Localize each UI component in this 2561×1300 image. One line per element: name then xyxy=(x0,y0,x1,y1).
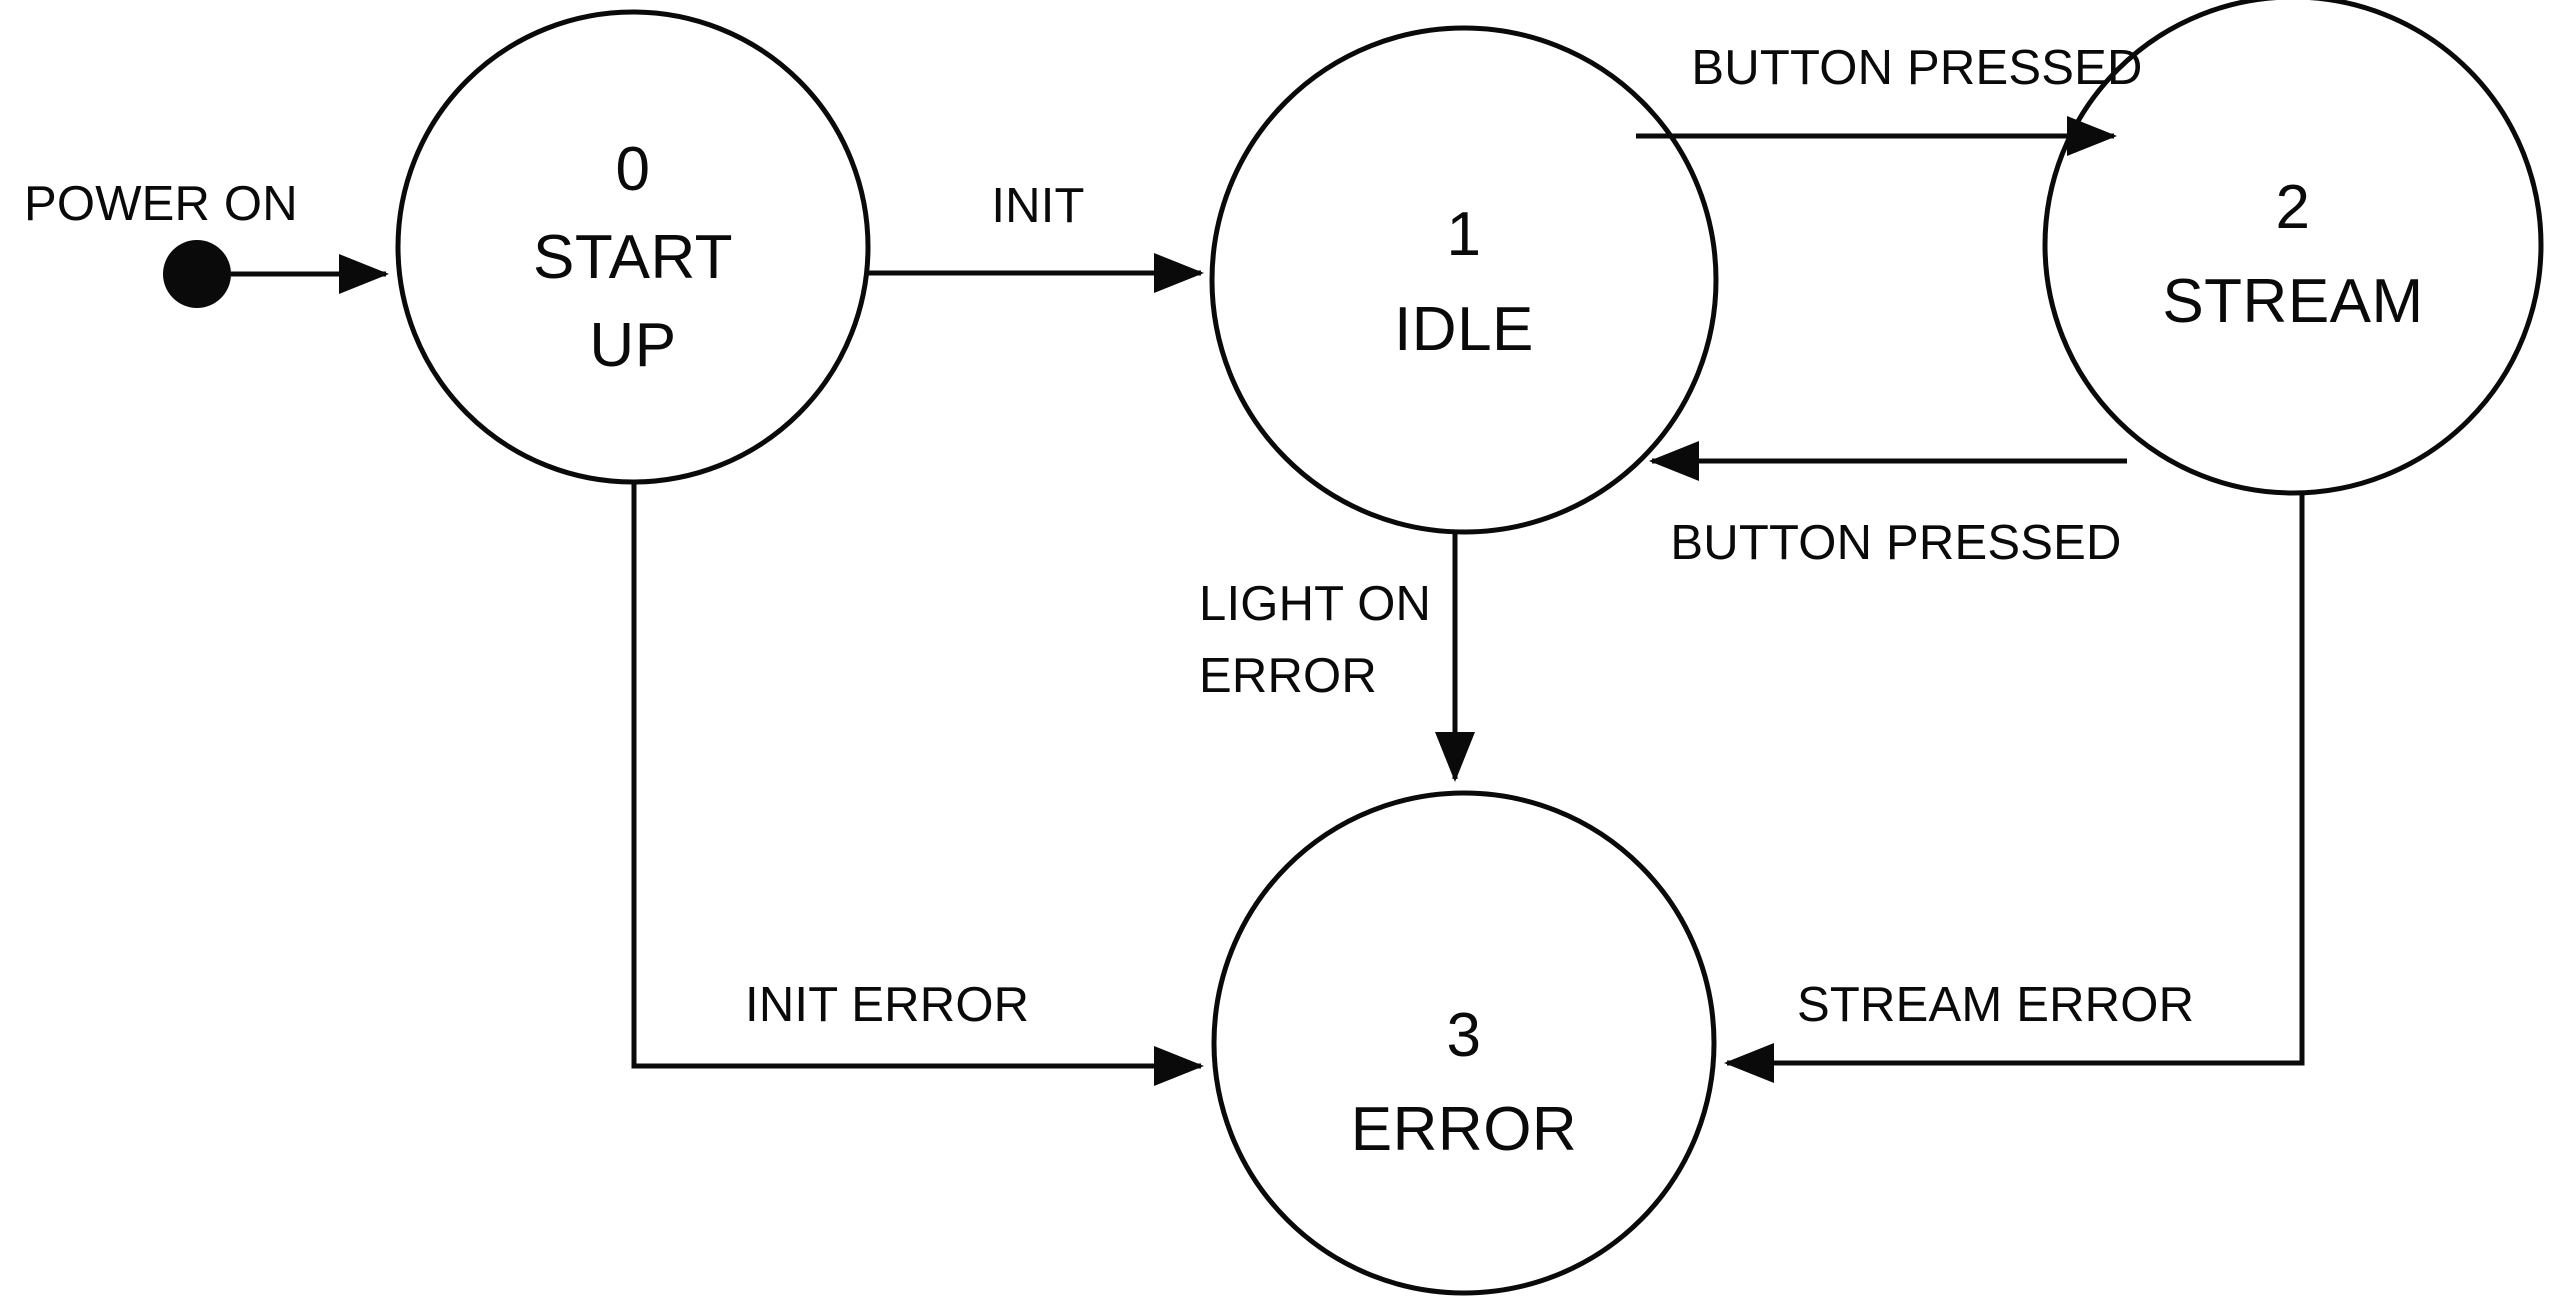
edge-label-light-on: LIGHT ON xyxy=(1199,577,1431,631)
state-node-2[interactable] xyxy=(2042,0,2544,496)
state-node-1[interactable] xyxy=(1209,25,1719,535)
state-2-name-line1: STREAM xyxy=(2162,267,2423,336)
edge-label-power-on: POWER ON xyxy=(24,177,298,231)
edge-label-init: INIT xyxy=(991,179,1084,233)
state-1-name-line1: IDLE xyxy=(1394,295,1534,364)
edge-state2-to-state3 xyxy=(1723,491,2305,1083)
edge-label-button-pressed-reverse: BUTTON PRESSED xyxy=(1670,516,2121,570)
state-0-number: 0 xyxy=(616,135,651,204)
edge-label-button-pressed-forward: BUTTON PRESSED xyxy=(1691,41,2142,95)
state-0-name-line1: START xyxy=(533,223,733,292)
initial-state-dot xyxy=(163,240,231,308)
state-3-name-line1: ERROR xyxy=(1351,1095,1577,1164)
state-3-number: 3 xyxy=(1447,1001,1482,1070)
state-1-number: 1 xyxy=(1447,200,1482,269)
state-node-3[interactable] xyxy=(1211,790,1717,1296)
state-0-name-line2: UP xyxy=(589,311,676,380)
edge-state0-to-state3 xyxy=(631,482,1205,1086)
edge-label-init-error: INIT ERROR xyxy=(745,978,1029,1032)
state-2-number: 2 xyxy=(2276,173,2311,242)
edge-label-stream-error: STREAM ERROR xyxy=(1797,978,2194,1032)
edge-label-light-on-error: ERROR xyxy=(1199,649,1377,703)
